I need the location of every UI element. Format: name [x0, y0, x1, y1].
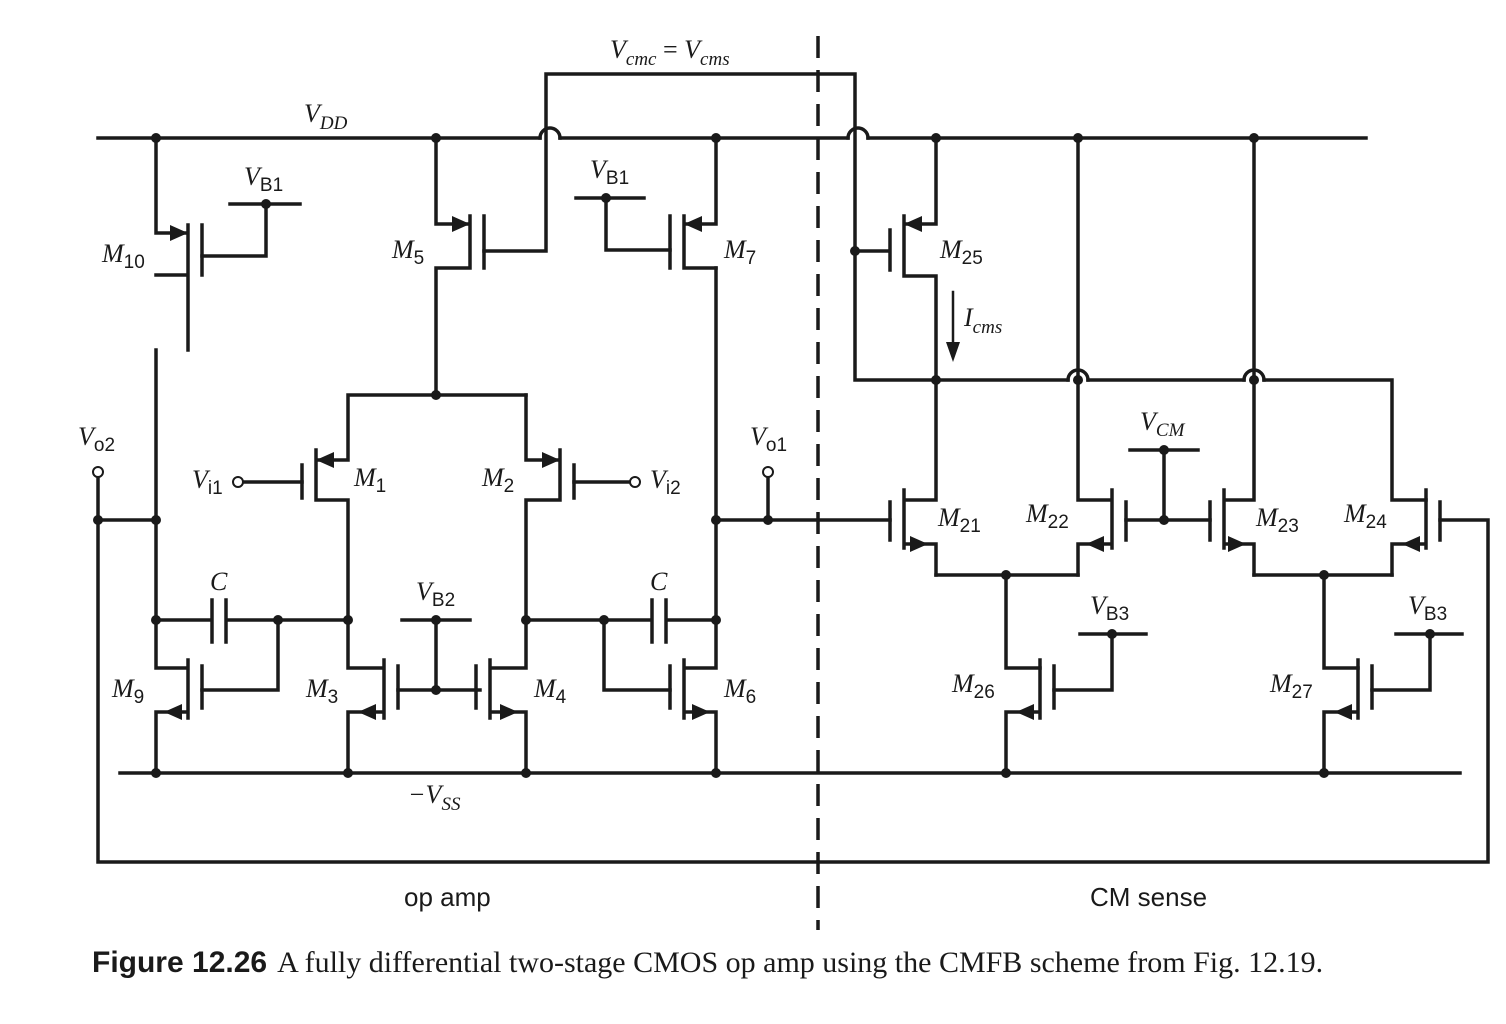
vi1-pin	[232, 476, 244, 488]
vi2-pin	[629, 476, 641, 488]
vdd-label: VDD	[304, 99, 348, 134]
transistor-m9	[154, 348, 280, 775]
transistor-m22	[1076, 136, 1212, 577]
transistor-m10	[154, 136, 302, 352]
vcm-label: VCM	[1140, 407, 1186, 441]
vdd-rail	[96, 126, 1368, 140]
transistor-m7	[574, 136, 718, 270]
capacitor-right	[524, 598, 718, 644]
tail-left	[934, 573, 1080, 670]
region-label-op-amp: op amp	[404, 882, 491, 912]
transistor-m21	[888, 378, 938, 577]
m27-label: M27	[1269, 669, 1313, 703]
transistor-m3	[346, 618, 482, 775]
m9-label: M9	[111, 674, 144, 708]
figure-caption-text: A fully differential two-stage CMOS op a…	[277, 946, 1324, 979]
transistor-m23	[1208, 136, 1256, 577]
figure-caption: Figure 12.26 A fully differential two-sta…	[92, 946, 1492, 980]
m22-label: M22	[1025, 499, 1069, 533]
m3-label: M3	[305, 674, 338, 708]
vb1-label-right: VB1	[590, 155, 629, 189]
vo1-wire	[714, 476, 892, 522]
transistor-m5	[434, 136, 486, 397]
m25-label: M25	[939, 235, 983, 269]
m4-label: M4	[533, 674, 567, 708]
cap-label-right: C	[650, 567, 668, 596]
m7-label: M7	[723, 235, 756, 269]
transistor-m6	[602, 266, 718, 775]
vi2-label: Vi2	[650, 465, 681, 499]
m24-label: M24	[1343, 499, 1387, 533]
icms-arrow	[946, 290, 960, 362]
transistor-m4	[474, 618, 528, 775]
vo2-label: Vo2	[78, 422, 115, 456]
vo2-wire	[96, 476, 1490, 864]
transistor-m26	[1004, 632, 1148, 775]
m26-label: M26	[951, 669, 995, 703]
m2-label: M2	[481, 463, 514, 497]
vo2-pin	[92, 466, 104, 478]
cap-label-left: C	[210, 567, 228, 596]
capacitor-left	[154, 598, 350, 644]
vb2-label: VB2	[416, 577, 455, 611]
transistor-m2	[524, 393, 632, 622]
transistor-m25	[853, 136, 938, 382]
m23-label: M23	[1255, 503, 1299, 537]
vcmc-wire	[482, 72, 890, 253]
m1-label: M1	[353, 463, 386, 497]
vss-label: −VSS	[408, 780, 461, 815]
m6-label: M6	[723, 674, 756, 708]
m10-label: M10	[101, 239, 145, 273]
vb3-label-right: VB3	[1408, 591, 1447, 625]
junction-dots	[93, 133, 1435, 778]
vcm-bias	[1128, 448, 1200, 522]
vo1-label: Vo1	[750, 422, 787, 456]
vo1-pin	[762, 466, 774, 478]
vb3-label-left: VB3	[1090, 591, 1129, 625]
transistor-m1	[241, 393, 528, 622]
transistor-m24	[1390, 488, 1442, 577]
circuit-schematic: VDD −VSS Vcmc = Vcms VB1 VB1 VB2 VB3 VB3…	[78, 35, 1490, 930]
vb1-label-left: VB1	[244, 162, 283, 196]
vb2-bias	[400, 618, 472, 692]
vcmc-label: Vcmc = Vcms	[610, 35, 730, 70]
m21-label: M21	[937, 503, 981, 537]
tail-right	[1252, 573, 1394, 670]
vi1-label: Vi1	[192, 465, 223, 499]
region-label-cm-sense: CM sense	[1090, 882, 1207, 912]
m5-label: M5	[391, 235, 424, 269]
transistor-m27	[1322, 632, 1464, 775]
icms-label: Icms	[963, 303, 1002, 338]
figure-number: Figure 12.26	[92, 946, 268, 979]
cms-sense-line	[934, 378, 1428, 502]
